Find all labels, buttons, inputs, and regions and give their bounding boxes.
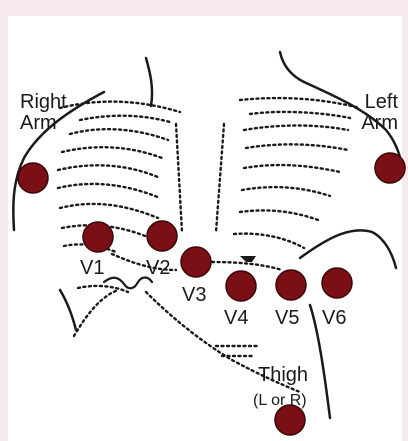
- label-v5: V5: [275, 308, 299, 329]
- rib-right-2: [246, 144, 348, 150]
- right-side-outline: [300, 230, 396, 268]
- label-v4: V4: [224, 308, 248, 329]
- collar-left-inner: [80, 116, 170, 122]
- left-side-lower: [60, 290, 76, 330]
- rib-right-3: [244, 165, 340, 172]
- label-thigh-side: (L or R): [253, 390, 307, 411]
- rib-right-6: [234, 234, 304, 248]
- costal-margin-left-lower: [78, 286, 128, 292]
- rib-right-4: [242, 187, 330, 196]
- electrode-v6: [322, 268, 352, 298]
- label-v3: V3: [182, 285, 206, 306]
- label-v2: V2: [146, 258, 170, 279]
- electrode-v5: [276, 270, 306, 300]
- neck-left-line: [146, 58, 152, 106]
- rib-left-3: [58, 165, 160, 178]
- rib-left-1: [70, 129, 168, 140]
- sternum-right-edge: [216, 124, 224, 232]
- electrode-v2: [147, 221, 177, 251]
- electrode-left-arm: [375, 153, 405, 183]
- rib-left-2: [62, 147, 162, 158]
- rib-right-5: [240, 210, 318, 220]
- rib-left-4: [58, 184, 160, 198]
- abdomen-line-left: [74, 290, 118, 336]
- label-v1: V1: [80, 258, 104, 279]
- label-left-arm: Left Arm: [330, 92, 398, 134]
- costal-margin-right: [212, 262, 282, 270]
- label-right-arm: Right Arm: [20, 92, 67, 134]
- neck-right-line: [280, 52, 304, 82]
- electrode-v3: [181, 247, 211, 277]
- label-thigh: Thigh: [258, 365, 308, 386]
- electrode-right-arm: [18, 163, 48, 193]
- xiphoid-mark: [240, 256, 256, 262]
- electrode-v4: [226, 271, 256, 301]
- electrode-v1: [83, 222, 113, 252]
- sternum-left-edge: [176, 124, 182, 232]
- electrode-group: [18, 153, 405, 435]
- label-v6: V6: [322, 308, 346, 329]
- rib-left-5: [60, 204, 158, 218]
